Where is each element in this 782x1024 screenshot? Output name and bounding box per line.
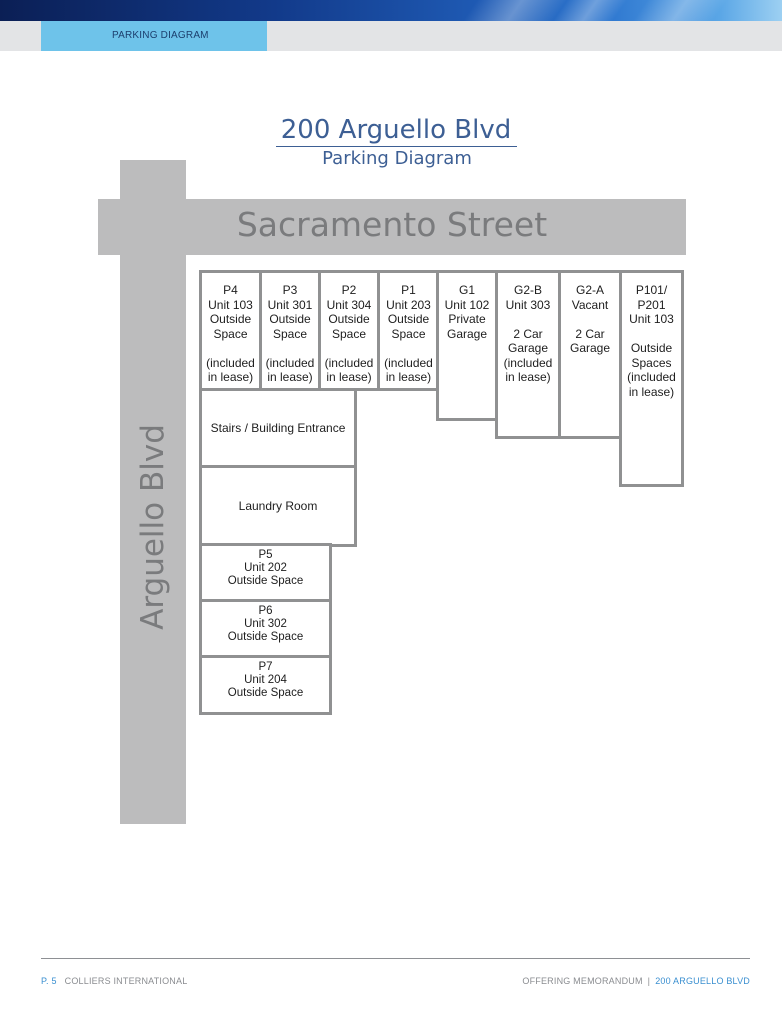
- space-g2-b: G2-B Unit 303 2 Car Garage (included in …: [495, 270, 561, 439]
- footer-separator: |: [647, 976, 651, 986]
- stairs-building-entrance: Stairs / Building Entrance: [199, 388, 357, 469]
- arguello-blvd-label: Arguello Blvd: [135, 424, 172, 630]
- space-p1: P1 Unit 203 Outside Space (included in l…: [377, 270, 440, 391]
- arguello-blvd-label-wrap: Arguello Blvd: [120, 320, 186, 734]
- page-number: P. 5: [41, 976, 57, 986]
- title-underline: [276, 146, 517, 147]
- space-p7: P7 Unit 204 Outside Space: [199, 655, 332, 715]
- space-p2: P2 Unit 304 Outside Space (included in l…: [318, 270, 380, 391]
- space-p101-p201: P101/ P201 Unit 103 Outside Spaces (incl…: [619, 270, 684, 487]
- footer-right: OFFERING MEMORANDUM | 200 ARGUELLO BLVD: [522, 976, 750, 986]
- space-p6: P6 Unit 302 Outside Space: [199, 599, 332, 659]
- diagram-subtitle: Parking Diagram: [322, 148, 472, 169]
- top-banner: [0, 0, 782, 21]
- space-g1: G1 Unit 102 Private Garage: [436, 270, 498, 421]
- footer-left: P. 5 COLLIERS INTERNATIONAL: [41, 976, 187, 986]
- laundry-room: Laundry Room: [199, 465, 357, 547]
- company-name: COLLIERS INTERNATIONAL: [64, 976, 188, 986]
- diagram-title: 200 Arguello Blvd: [280, 115, 512, 145]
- sacramento-street-road: [98, 199, 686, 255]
- arguello-blvd-road: [120, 160, 186, 824]
- section-tab: PARKING DIAGRAM: [41, 21, 267, 51]
- space-g2-a: G2-A Vacant 2 Car Garage: [558, 270, 622, 439]
- document-name: OFFERING MEMORANDUM: [522, 976, 643, 986]
- sacramento-street-label: Sacramento Street: [236, 205, 548, 244]
- property-name: 200 ARGUELLO BLVD: [655, 976, 750, 986]
- space-p5: P5 Unit 202 Outside Space: [199, 543, 332, 602]
- space-p4: P4 Unit 103 Outside Space (included in l…: [199, 270, 262, 391]
- space-p3: P3 Unit 301 Outside Space (included in l…: [259, 270, 321, 391]
- footer-divider: [41, 958, 750, 959]
